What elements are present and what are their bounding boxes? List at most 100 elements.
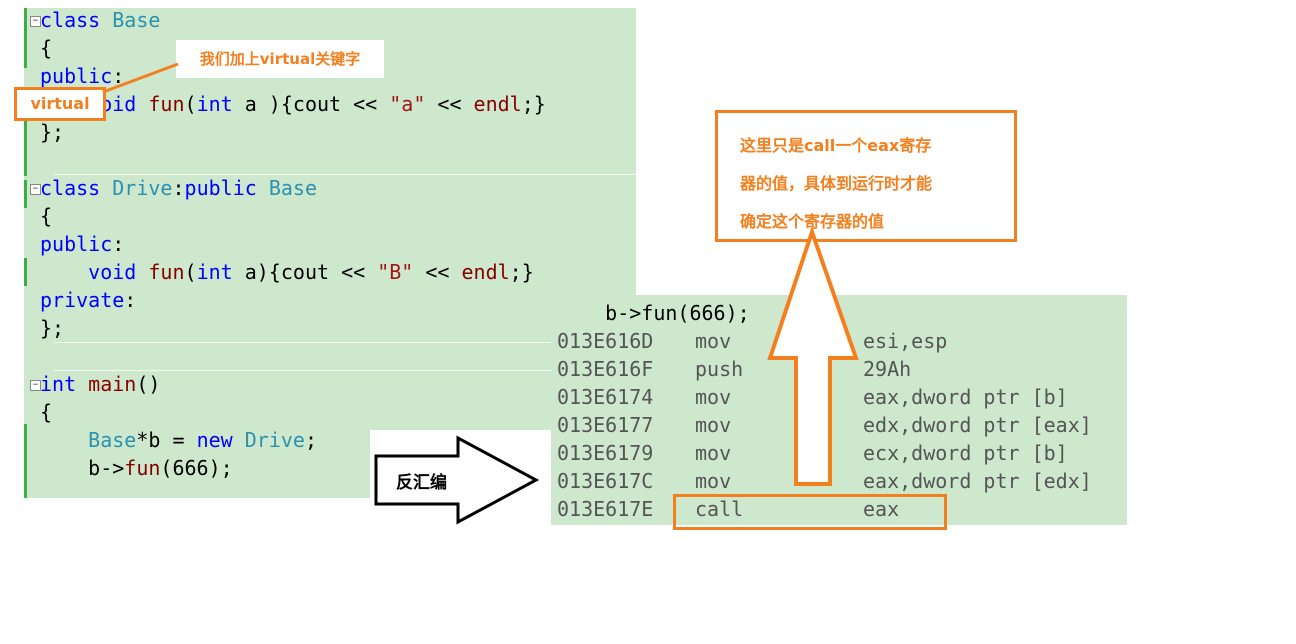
virtual-note-text: 我们加上virtual关键字 [199,50,361,68]
code-token: }; [40,120,65,144]
asm-row[interactable]: 013E6174 mov eax,dword ptr [b] [557,383,1117,411]
code-token: endl [461,260,510,284]
asm-arg: ecx,dword ptr [b] [863,441,1068,465]
asm-addr: 013E616D [557,329,654,353]
asm-row[interactable]: 013E6177 mov edx,dword ptr [eax] [557,411,1117,439]
asm-addr: 013E6174 [557,385,654,409]
code-token: int [40,372,77,396]
collapse-toggle-icon[interactable]: − [30,380,41,391]
virtual-note: 我们加上virtual关键字 [176,40,384,78]
change-marker [24,96,27,176]
code-line[interactable]: }; [40,118,64,146]
code-token: { [40,400,53,424]
code-line[interactable]: void fun(int a){cout << "B" << endl;} [40,258,534,286]
section-divider [54,370,636,371]
asm-op: mov [695,385,732,409]
code-token: }; [40,316,65,340]
disasm-arrow-icon [374,435,540,525]
change-marker [24,180,27,208]
asm-addr: 013E6177 [557,413,654,437]
asm-arg: eax,dword ptr [edx] [863,469,1092,493]
code-token: Base [112,8,161,32]
code-token: Base [88,428,137,452]
section-divider [54,174,636,175]
code-token: private [40,288,125,312]
code-line[interactable]: { [40,34,52,62]
code-line[interactable]: class Drive:public Base [40,174,317,202]
virtual-keyword-label: virtual [30,94,90,113]
collapse-toggle-icon[interactable]: − [30,184,41,195]
change-marker [24,424,27,498]
code-line[interactable]: { [40,398,52,426]
code-token: new [196,428,233,452]
code-token: fun [148,260,185,284]
code-token: Drive [112,176,173,200]
asm-addr: 013E616F [557,357,654,381]
asm-op: mov [695,413,732,437]
code-line[interactable]: b->fun(666); [40,454,233,482]
call-highlight-box [673,494,947,530]
asm-addr: 013E617E [557,497,654,521]
code-token: ;} [509,260,534,284]
code-token: public [40,232,113,256]
virtual-keyword-box: virtual [14,87,106,121]
code-token: int [196,260,233,284]
code-token: *b = [136,428,197,452]
code-token: : [124,288,137,312]
disasm-label: 反汇编 [396,473,447,493]
code-line[interactable]: public: [40,230,124,258]
code-token: cout << [292,92,390,116]
up-arrow-icon [767,226,859,486]
code-lines[interactable]: class Base{public: void fun(int a ){cout… [40,8,636,498]
code-token: ;} [521,92,546,116]
asm-arg: eax,dword ptr [b] [863,385,1068,409]
code-line[interactable]: private: [40,286,136,314]
code-token: (666); [160,456,233,480]
eax-note-line: 这里只是call一个eax寄存 [740,136,932,155]
asm-arg: eax [863,497,900,521]
code-token: int [196,92,233,116]
code-line[interactable]: }; [40,314,64,342]
code-token: { [40,36,53,60]
code-token: Drive [244,428,305,452]
collapse-toggle-icon[interactable]: − [30,16,41,27]
code-line[interactable]: int main() [40,370,160,398]
code-token: public [184,176,257,200]
asm-op: mov [695,329,732,353]
code-token: Base [268,176,317,200]
asm-arg: edx,dword ptr [eax] [863,413,1092,437]
code-token: "B" [377,260,414,284]
code-token: main [88,372,137,396]
asm-op: push [695,357,744,381]
code-token: class [40,8,101,32]
code-token: : [112,232,125,256]
code-line[interactable]: public: [40,62,124,90]
code-token: () [136,372,161,396]
eax-note-box: 这里只是call一个eax寄存器的值，具体到运行时才能确定这个寄存器的值 [715,110,1017,242]
asm-addr: 013E6179 [557,441,654,465]
change-marker [24,258,27,286]
code-token: fun [124,456,161,480]
code-line[interactable]: Base*b = new Drive; [40,426,317,454]
code-token: cout << [280,260,378,284]
code-token: { [40,204,53,228]
eax-note-line: 确定这个寄存器的值 [740,212,885,231]
code-token: ( [184,92,197,116]
code-token: ; [304,428,317,452]
asm-addr: 013E617C [557,469,654,493]
change-marker [24,8,27,68]
source-line: b->fun(666); [557,301,750,325]
code-token: ( [184,260,197,284]
code-editor-panel: − − − class Base{public: void fun(int a … [24,8,636,498]
section-divider [54,342,636,343]
code-token: "a" [389,92,426,116]
code-token: class [40,176,101,200]
code-line[interactable]: class Base [40,6,160,34]
code-line[interactable]: { [40,202,52,230]
